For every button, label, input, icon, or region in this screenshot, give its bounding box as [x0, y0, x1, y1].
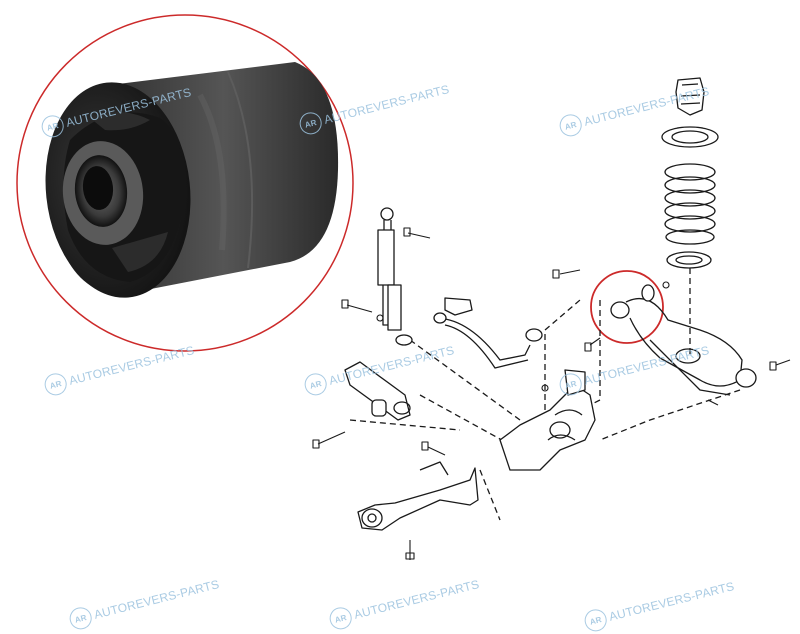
upper-arm: [610, 284, 757, 396]
lateral-link: [433, 297, 543, 369]
diagram-highlight-circle: [590, 270, 664, 344]
bolts: [312, 227, 791, 560]
suspension-diagram: [312, 77, 791, 560]
knuckle: [499, 369, 596, 471]
coil-spring: [661, 77, 719, 269]
watermark-logo-icon: AR: [67, 605, 95, 632]
shock-absorber: [377, 207, 413, 346]
lower-arm: [357, 461, 479, 531]
bushing-photo: [45, 62, 339, 298]
watermark-logo-icon: AR: [582, 607, 610, 634]
watermark-logo-icon: AR: [327, 605, 355, 632]
trailing-link: [344, 361, 411, 421]
guide-lines: [349, 268, 741, 521]
product-image: [16, 14, 791, 560]
